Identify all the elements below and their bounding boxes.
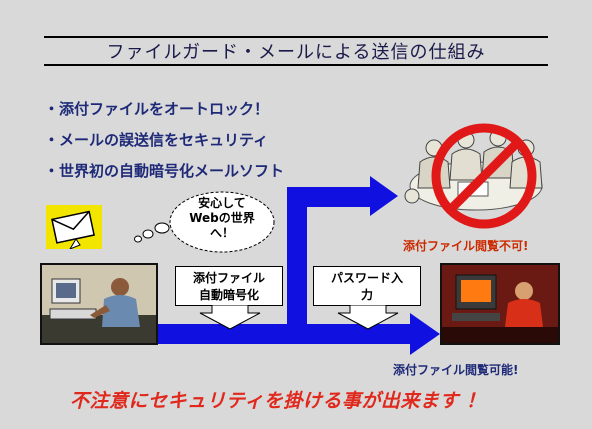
branch-flow-arrow <box>287 176 398 324</box>
thought-cloud <box>134 191 275 253</box>
password-callout-line-1: パスワード入 <box>330 271 403 285</box>
mail-envelope-icon <box>46 205 102 249</box>
prohibited-icon <box>431 123 537 229</box>
encrypt-callout-arrow <box>199 305 261 330</box>
encrypt-callout: 添付ファイル 自動暗号化 <box>175 266 283 306</box>
password-callout: パスワード入 力 <box>313 266 421 306</box>
feature-item-security: ・メールの誤送信をセキュリティ <box>44 131 269 149</box>
not-viewable-label: 添付ファイル閲覧不可! <box>403 239 529 253</box>
encrypt-callout-line-1: 添付ファイル <box>192 271 265 285</box>
sender-image <box>40 263 158 345</box>
main-flow-arrow <box>157 313 440 355</box>
warning-message: 不注意にセキュリティを掛ける事が出来ます ！ <box>70 390 486 412</box>
viewable-label: 添付ファイル閲覧可能! <box>393 363 519 377</box>
feature-item-world-first: ・世界初の自動暗号化メールソフト <box>44 162 285 180</box>
page-title: ファイルガード・メールによる送信の仕組み <box>44 36 548 66</box>
cloud-line-1: 安心して <box>198 196 246 210</box>
receiver-image <box>440 263 560 345</box>
cloud-line-3: へ！ <box>209 226 234 240</box>
person-at-computer-image <box>442 265 558 343</box>
feature-item-autolock: ・添付ファイルをオートロック！ <box>44 100 270 118</box>
password-callout-line-2: 力 <box>360 288 373 302</box>
person-at-computer-image <box>42 265 156 343</box>
cloud-message: 安心して Webの世界 へ！ <box>176 196 268 241</box>
encrypt-callout-line-2: 自動暗号化 <box>198 288 259 302</box>
feature-list: ・添付ファイルをオートロック！ ・メールの誤送信をセキュリティ ・世界初の自動暗… <box>44 98 284 191</box>
cloud-line-2: Webの世界 <box>189 211 255 225</box>
password-callout-arrow <box>337 305 399 330</box>
